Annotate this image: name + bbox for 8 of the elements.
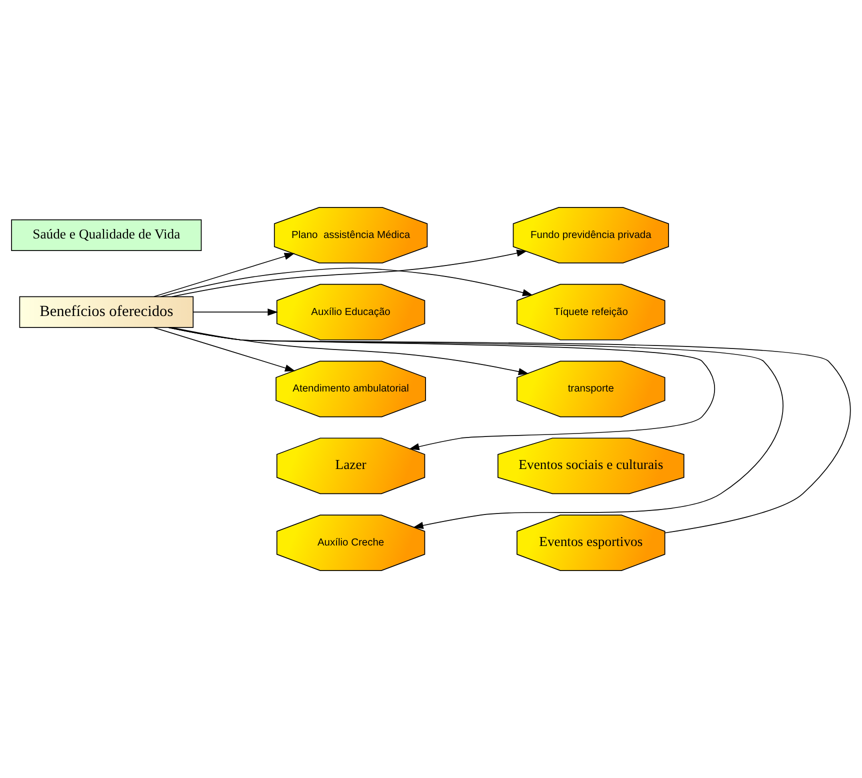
arrow: [153, 327, 296, 372]
arrow: [153, 252, 295, 298]
arrow: [192, 308, 278, 316]
node-box: Saúde e Qualidade de Vida: [11, 219, 202, 251]
node-box: Benefícios oferecidos: [19, 296, 194, 328]
arrow: [172, 250, 528, 298]
arrow: [160, 268, 533, 298]
arrow: [172, 327, 529, 376]
